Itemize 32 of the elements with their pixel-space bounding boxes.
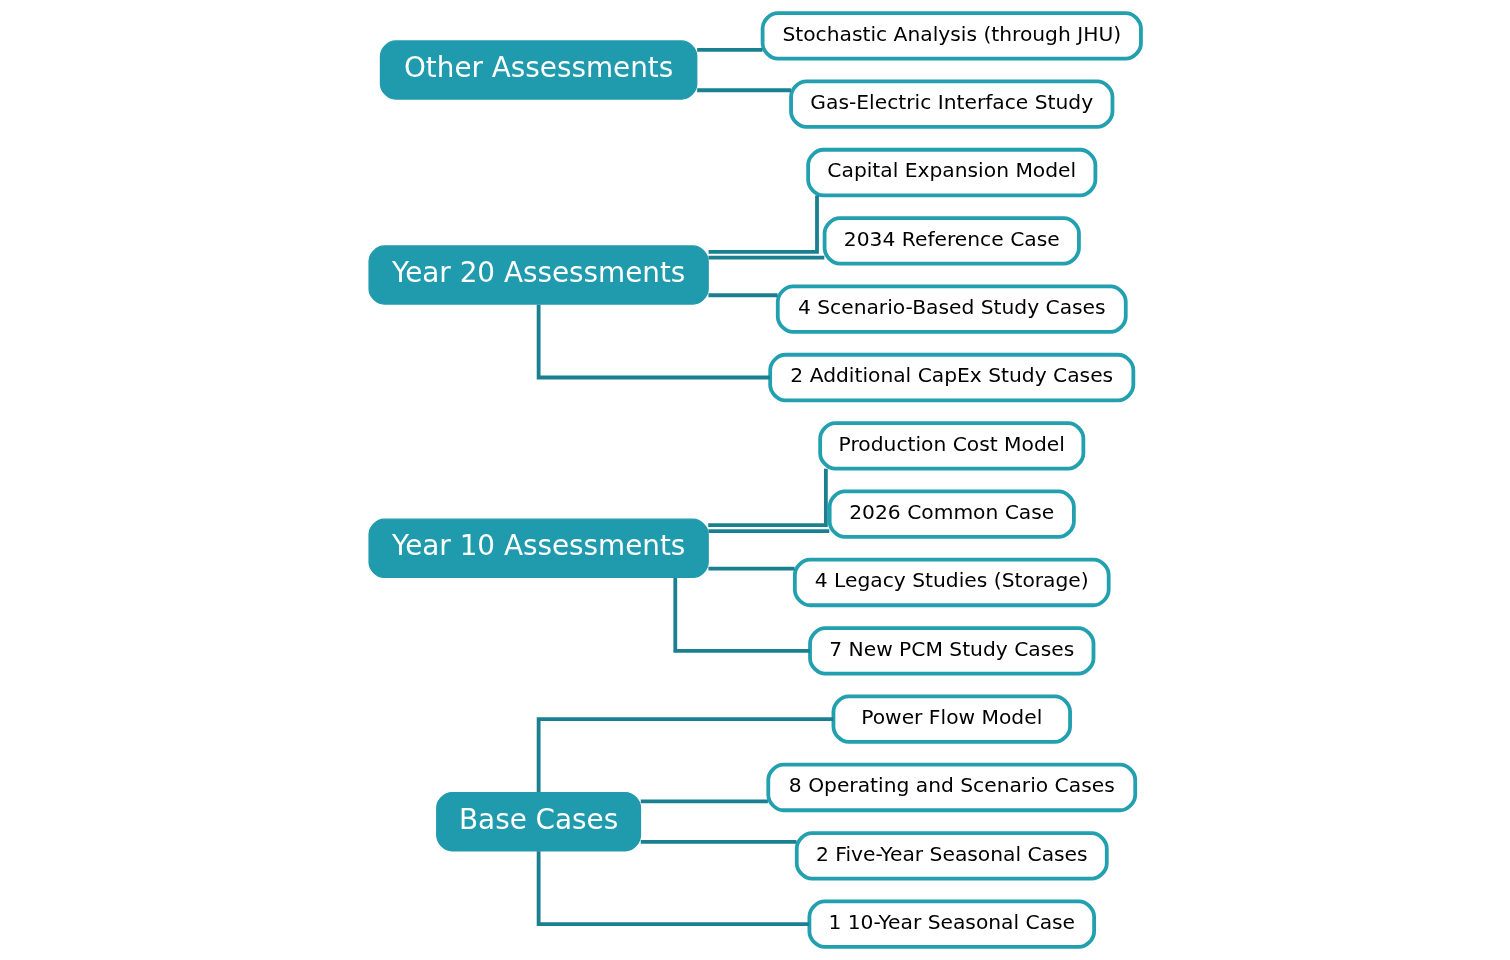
node-box: Stochastic Analysis (through JHU) (760, 11, 1143, 61)
connector (708, 529, 830, 533)
node-box: 8 Operating and Scenario Cases (766, 762, 1138, 813)
node-box: 1 10-Year Seasonal Case (807, 899, 1096, 949)
node-box: 2 Additional CapEx Study Cases (768, 352, 1136, 403)
connector (708, 468, 828, 528)
node-box: Year 10 Assessments (368, 518, 709, 579)
node-box: 4 Legacy Studies (Storage) (792, 557, 1111, 608)
node-box: 2026 Common Case (827, 489, 1076, 539)
node-box: 7 New PCM Study Cases (808, 626, 1096, 676)
node-box: Other Assessments (379, 40, 698, 100)
connector (673, 578, 810, 653)
node-box: 2 Five-Year Seasonal Cases (794, 831, 1109, 881)
node-box: 2034 Reference Case (822, 216, 1081, 266)
node-box: Production Cost Model (818, 421, 1086, 471)
connector (640, 799, 768, 804)
node-box: Gas-Electric Interface Study (789, 79, 1115, 129)
connector (708, 195, 819, 254)
connector (640, 840, 797, 844)
node-box: 4 Scenario-Based Study Cases (775, 284, 1128, 334)
connector (697, 47, 763, 52)
node-box: Year 20 Assessments (368, 245, 709, 305)
connector (708, 255, 825, 260)
connector (697, 88, 791, 93)
node-box: Capital Expansion Model (806, 147, 1098, 198)
connector (536, 851, 809, 927)
connector (536, 304, 770, 380)
node-box: Power Flow Model (831, 694, 1072, 744)
connector (536, 717, 834, 792)
node-box: Base Cases (436, 791, 642, 852)
connector (708, 566, 795, 571)
connector (708, 293, 778, 298)
